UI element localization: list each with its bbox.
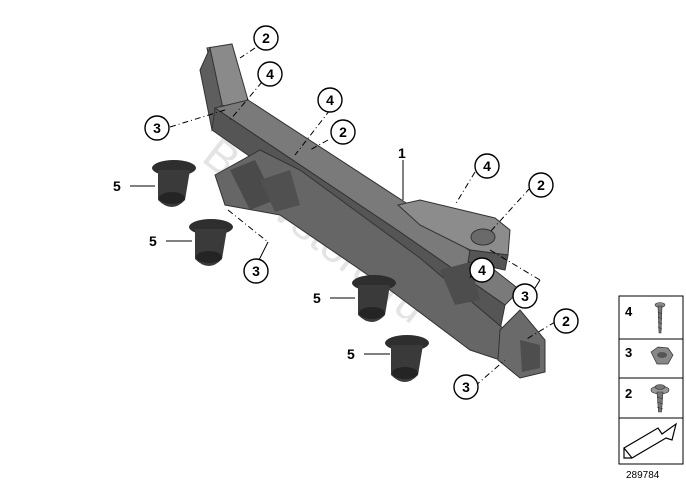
callout-4: 4 — [469, 257, 495, 283]
callout-5: 5 — [113, 178, 121, 194]
svg-text:3: 3 — [625, 345, 632, 360]
reference-number: 289784 — [626, 470, 660, 481]
svg-text:3: 3 — [252, 263, 260, 279]
callout-4: 4 — [257, 61, 283, 87]
callout-1: 1 — [398, 145, 406, 161]
screw-icon — [654, 302, 666, 334]
svg-text:2: 2 — [339, 124, 347, 140]
legend-item-flange-screw: 2 — [625, 384, 670, 413]
svg-text:4: 4 — [326, 92, 334, 108]
clip-part — [385, 335, 429, 382]
svg-text:3: 3 — [462, 379, 470, 395]
legend-item-screw: 4 — [625, 302, 666, 334]
svg-text:3: 3 — [521, 288, 529, 304]
svg-text:4: 4 — [483, 158, 491, 174]
callout-4: 4 — [474, 153, 500, 179]
legend-item-nut: 3 — [625, 345, 674, 365]
clip-part — [189, 219, 233, 266]
bracket-part — [199, 43, 546, 379]
callout-3: 3 — [144, 115, 170, 141]
callout-2: 2 — [528, 172, 554, 198]
svg-text:4: 4 — [478, 262, 486, 278]
parts-legend: 4 3 2 — [618, 295, 684, 465]
callout-5: 5 — [313, 290, 321, 306]
callout-4: 4 — [317, 87, 343, 113]
callout-3: 3 — [243, 258, 269, 284]
clip-part — [152, 160, 196, 207]
hex-nut-icon — [650, 346, 674, 365]
callout-5: 5 — [149, 233, 157, 249]
callout-2: 2 — [253, 25, 279, 51]
svg-text:2: 2 — [537, 177, 545, 193]
svg-text:4: 4 — [266, 66, 274, 82]
svg-text:4: 4 — [625, 304, 633, 319]
direction-arrow-icon — [623, 422, 677, 459]
callout-5: 5 — [347, 346, 355, 362]
svg-text:3: 3 — [153, 120, 161, 136]
callout-3: 3 — [512, 283, 538, 309]
callout-2: 2 — [553, 308, 579, 334]
flange-screw-icon — [650, 384, 670, 413]
clip-part — [352, 275, 396, 322]
svg-text:2: 2 — [262, 30, 270, 46]
callout-3: 3 — [453, 374, 479, 400]
callout-2: 2 — [330, 119, 356, 145]
svg-text:2: 2 — [625, 386, 632, 401]
svg-text:2: 2 — [562, 313, 570, 329]
